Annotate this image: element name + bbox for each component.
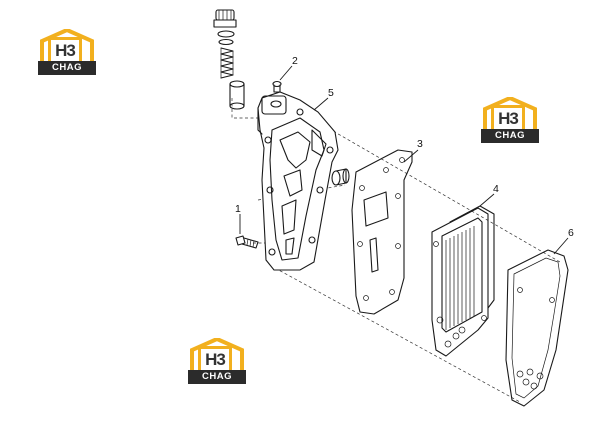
- rear-gasket: [505, 249, 569, 407]
- cooler-housing: [257, 91, 339, 271]
- plug-cap: [213, 9, 237, 46]
- side-plug: [331, 168, 350, 186]
- spring: [220, 47, 234, 79]
- brand-logo: H3 CHAG: [38, 28, 96, 76]
- callout-1: 1: [235, 203, 241, 215]
- callout-leaders: [239, 65, 569, 255]
- cooler-core: [431, 205, 495, 357]
- logo-mark: H3: [491, 105, 525, 129]
- callout-3: 3: [417, 138, 423, 150]
- callout-5: 5: [328, 87, 334, 99]
- gasket: [351, 149, 413, 315]
- logo-mark: H3: [198, 346, 232, 370]
- logo-mark: H3: [48, 37, 82, 61]
- logo-name: CHAG: [38, 61, 96, 75]
- logo-name: CHAG: [481, 129, 539, 143]
- logo-name: CHAG: [188, 370, 246, 384]
- small-screw: [272, 80, 282, 93]
- bolt: [235, 235, 259, 249]
- brand-logo: H3 CHAG: [188, 337, 246, 385]
- callout-2: 2: [292, 55, 298, 67]
- callout-6: 6: [568, 227, 574, 239]
- brand-logo: H3 CHAG: [481, 96, 539, 144]
- valve-plunger: [229, 80, 245, 110]
- callout-4: 4: [493, 183, 499, 195]
